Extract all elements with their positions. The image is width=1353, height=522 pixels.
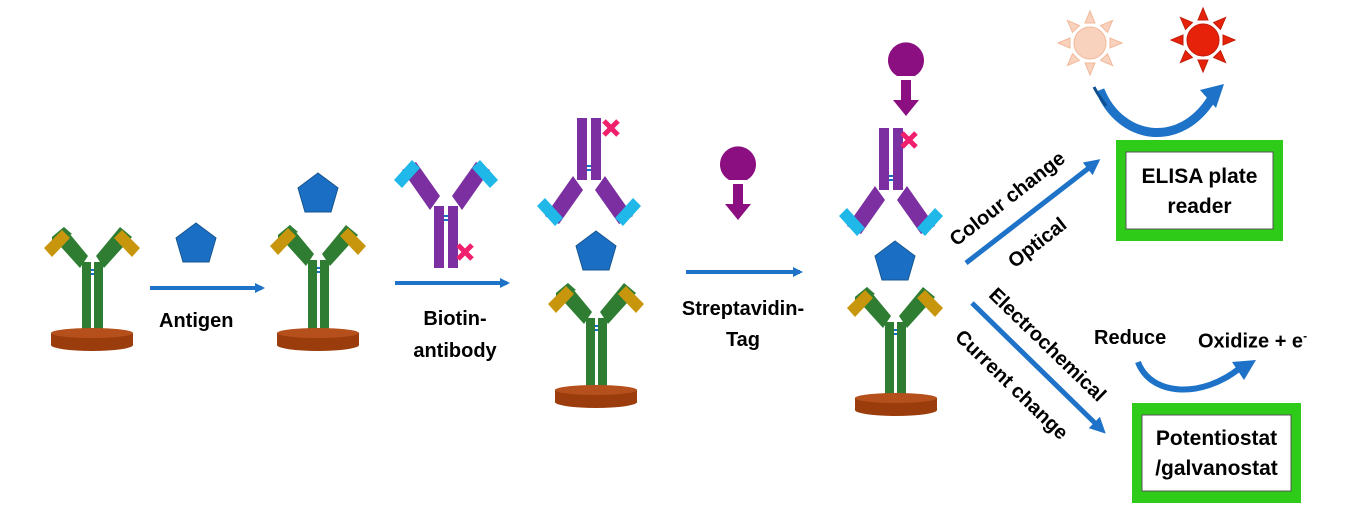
label-streptavidin-line1: Streptavidin- xyxy=(681,298,805,320)
capture-antibody-4 xyxy=(846,286,944,395)
plate-base-3 xyxy=(555,385,637,408)
capture-antibody-1 xyxy=(43,226,141,335)
capture-antibody-2 xyxy=(269,224,367,333)
antigen-bound-4 xyxy=(874,240,916,281)
potentiostat-label-line1: Potentiostat xyxy=(1155,427,1278,450)
streptavidin-tag-free xyxy=(720,146,756,220)
label-reduce: Reduce xyxy=(1094,327,1167,349)
capture-antibody-3 xyxy=(547,282,645,391)
arrow-electrochemical xyxy=(970,301,1106,434)
streptavidin-tag-bound xyxy=(888,42,924,116)
arrow-optical xyxy=(964,159,1101,265)
biotin-mark-free xyxy=(458,245,472,259)
curved-arrow-optical-head xyxy=(1200,84,1224,108)
label-antigen: Antigen xyxy=(159,310,234,332)
elisa-box-inner xyxy=(1125,151,1274,230)
biotin-mark-4 xyxy=(902,133,916,147)
plate-base-2 xyxy=(277,328,359,351)
label-biotin-line2: antibody xyxy=(413,340,497,362)
elisa-label-line2: reader xyxy=(1167,195,1232,218)
curved-arrow-redox xyxy=(1135,360,1242,393)
label-electron-sup: - xyxy=(1303,329,1308,343)
label-oxidize: Oxidize + e- xyxy=(1198,329,1307,354)
plate-base-4 xyxy=(855,393,937,416)
elisa-label: ELISA plate reader xyxy=(1126,162,1273,222)
biotin-antibody-3 xyxy=(536,117,642,227)
biotin-antibody-4 xyxy=(838,127,944,237)
antigen-free xyxy=(175,222,217,263)
biotin-antibody-free xyxy=(393,159,499,269)
potentiostat-box-inner xyxy=(1141,414,1292,492)
elisa-label-line1: ELISA plate xyxy=(1141,165,1258,188)
plate-base-1 xyxy=(51,328,133,351)
biotin-mark-3 xyxy=(604,121,618,135)
label-biotin-line1: Biotin- xyxy=(423,308,487,330)
potentiostat-label-line2: /galvanostat xyxy=(1155,457,1278,480)
sun-bright-icon xyxy=(1170,7,1236,73)
label-oxidize-text: Oxidize + e xyxy=(1198,330,1304,353)
potentiostat-label: Potentiostat /galvanostat xyxy=(1142,424,1291,484)
label-streptavidin-line2: Tag xyxy=(725,329,761,351)
sun-faint-icon xyxy=(1057,10,1123,76)
antigen-bound-2 xyxy=(297,172,339,213)
curved-arrow-redox-head xyxy=(1232,360,1256,380)
antigen-bound-3 xyxy=(575,230,617,271)
curved-arrow-optical xyxy=(1095,88,1216,137)
